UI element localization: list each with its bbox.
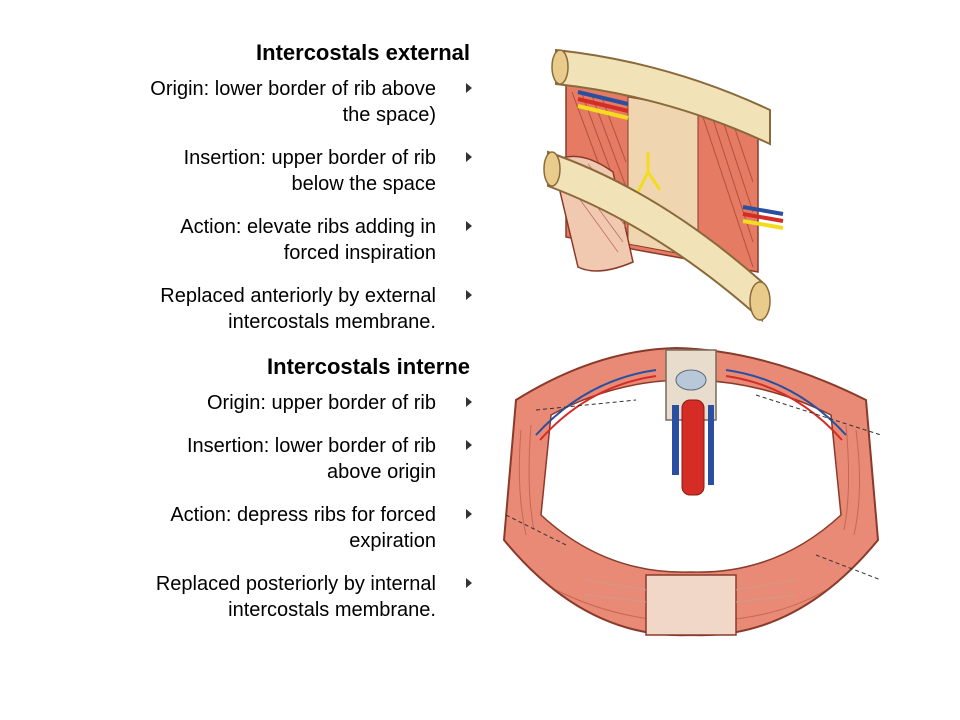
thoracic-cage-illustration bbox=[502, 346, 882, 637]
bullet-text-line-1: Replaced posteriorly by internal bbox=[155, 573, 436, 595]
heading-intercostals-interne: Intercostals interne bbox=[267, 354, 470, 379]
bullet-text-line-1: Replaced anteriorly by external bbox=[160, 285, 436, 307]
bullet-arrow-icon bbox=[466, 152, 472, 162]
bullet-arrow-icon bbox=[466, 440, 472, 450]
bullet-item-action-internal: Action: depress ribs for forced expirati… bbox=[40, 502, 472, 554]
text-column: Intercostals external Origin: lower bord… bbox=[40, 38, 472, 640]
bullet-text-line-1: Insertion: upper border of rib bbox=[183, 147, 436, 169]
bullet-text-line-2: above origin bbox=[327, 461, 436, 483]
bullet-text-line-2: intercostals membrane. bbox=[228, 599, 436, 621]
bullet-text-line-1: Origin: lower border of rib above bbox=[150, 78, 436, 100]
bullet-arrow-icon bbox=[466, 578, 472, 588]
bullet-arrow-icon bbox=[466, 83, 472, 93]
bullet-arrow-icon bbox=[466, 509, 472, 519]
bullet-text-line-2: expiration bbox=[349, 530, 436, 552]
bullet-item-insertion-internal: Insertion: lower border of rib above ori… bbox=[40, 433, 472, 485]
bullet-item-insertion-external: Insertion: upper border of rib below the… bbox=[40, 145, 472, 197]
bullet-item-replaced-external: Replaced anteriorly by external intercos… bbox=[40, 283, 472, 335]
bullet-arrow-icon bbox=[466, 221, 472, 231]
bullet-item-action-external: Action: elevate ribs adding in forced in… bbox=[40, 214, 472, 266]
bullet-item-origin-external: Origin: lower border of rib above the sp… bbox=[40, 76, 472, 128]
bullet-item-origin-internal: Origin: upper border of rib bbox=[40, 390, 472, 416]
bullet-arrow-icon bbox=[466, 290, 472, 300]
bullet-text-line-2: below the space bbox=[291, 173, 436, 195]
external-bullet-list: Origin: lower border of rib above the sp… bbox=[40, 76, 472, 335]
bullet-text-line-1: Origin: upper border of rib bbox=[206, 392, 436, 414]
internal-bullet-list: Origin: upper border of rib Insertion: l… bbox=[40, 390, 472, 623]
bullet-text-line-1: Insertion: lower border of rib bbox=[186, 435, 436, 457]
bullet-text-line-1: Action: depress ribs for forced bbox=[170, 504, 436, 526]
intercostal-space-illustration bbox=[543, 48, 784, 323]
bullet-arrow-icon bbox=[466, 397, 472, 407]
bullet-text-line-2: forced inspiration bbox=[283, 242, 436, 264]
bullet-text-line-1: Action: elevate ribs adding in bbox=[180, 216, 436, 238]
bullet-text-line-2: the space) bbox=[342, 104, 436, 126]
bullet-item-replaced-internal: Replaced posteriorly by internal interco… bbox=[40, 571, 472, 623]
heading-intercostals-external: Intercostals external bbox=[256, 40, 470, 65]
bullet-text-line-2: intercostals membrane. bbox=[228, 311, 436, 333]
